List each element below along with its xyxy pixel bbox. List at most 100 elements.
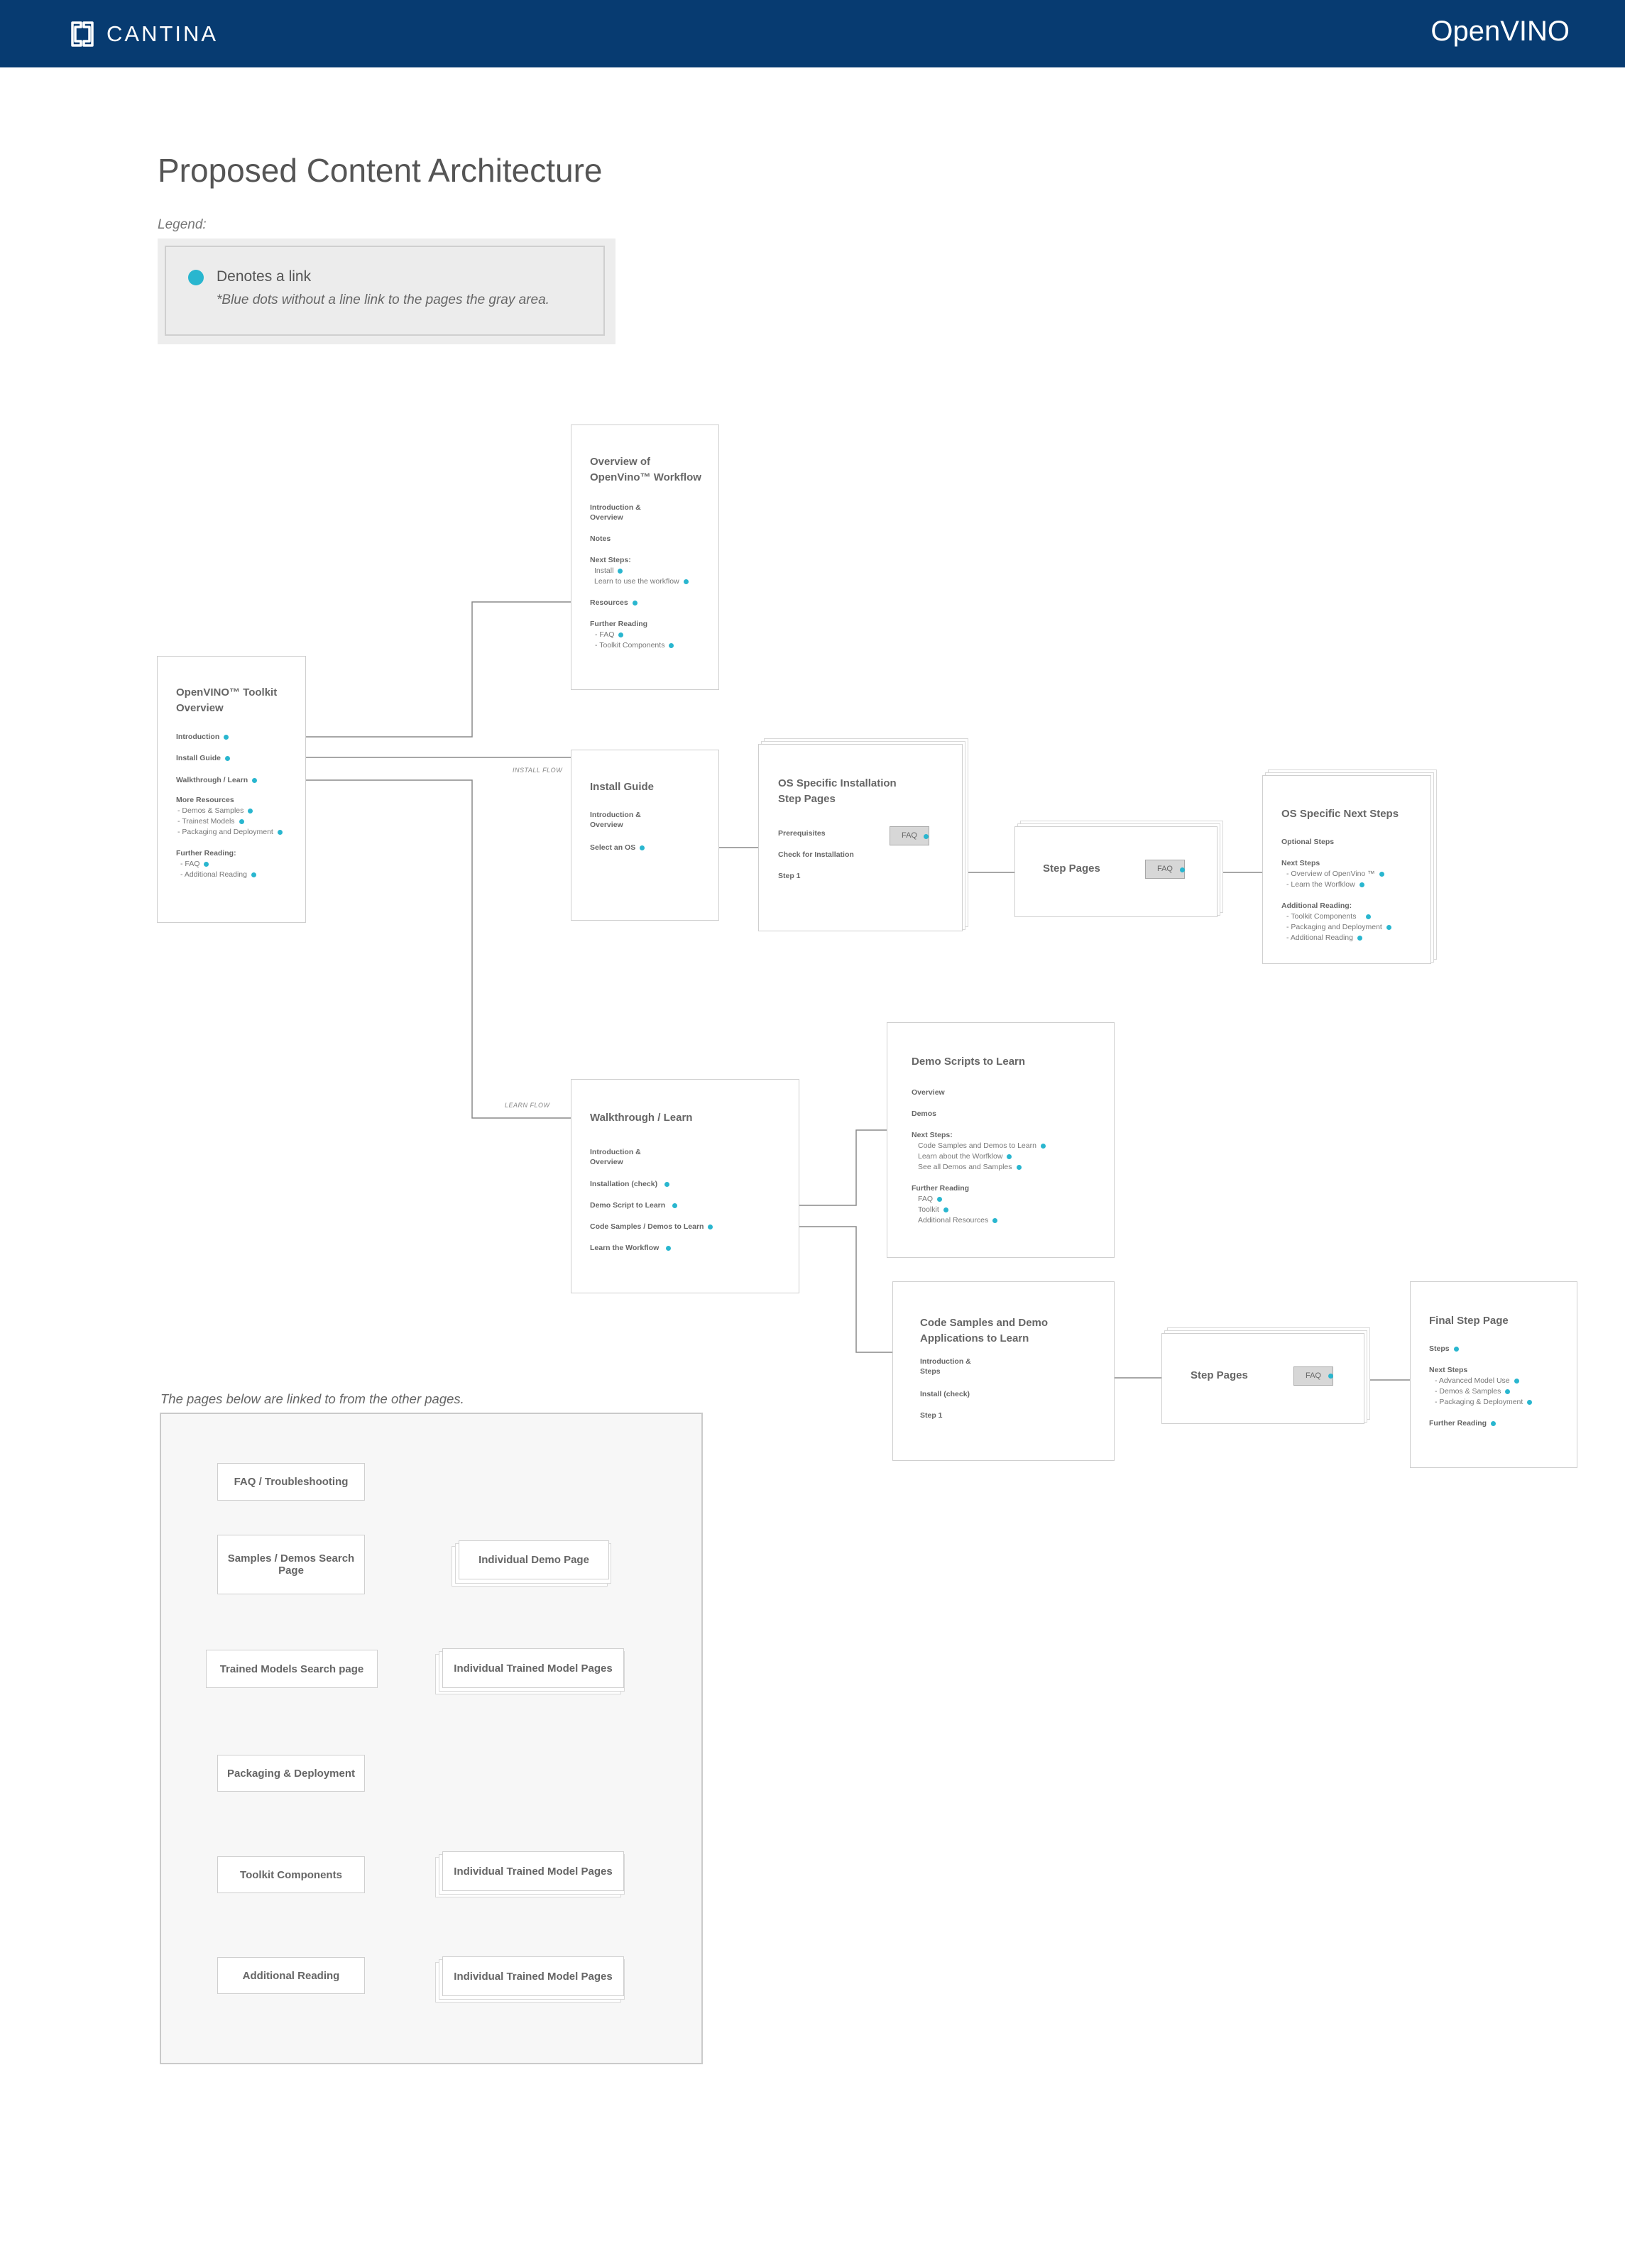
packaging-deployment-label: Packaging & Deployment	[226, 1767, 356, 1780]
faq-troubleshooting-page[interactable]: FAQ / Troubleshooting	[217, 1463, 365, 1501]
os-install-step1: Step 1	[778, 872, 801, 880]
demo-scripts-further-label: Toolkit	[918, 1205, 939, 1214]
final-step-next-item[interactable]: - Advanced Model Use	[1435, 1376, 1519, 1386]
demo-scripts-card[interactable]	[887, 1022, 1115, 1258]
link-dot-icon	[666, 1245, 672, 1251]
workflow-resources-link[interactable]: Resources	[590, 598, 638, 608]
code-samples-title: Code Samples and Demo Applications to Le…	[920, 1317, 1049, 1344]
toolkit-install-guide-link[interactable]: Install Guide	[176, 753, 231, 763]
os-next-additional-item[interactable]: - Packaging and Deployment	[1286, 922, 1391, 932]
workflow-resources-label: Resources	[590, 598, 628, 607]
toolkit-further-item-label: - FAQ	[180, 860, 200, 868]
demo-scripts-further-item[interactable]: Additional Resources	[918, 1215, 998, 1225]
link-dot-icon	[1379, 871, 1384, 877]
toolkit-more-item-label: - Packaging and Deployment	[177, 828, 273, 836]
cantina-logo: CANTINA	[65, 18, 218, 50]
walkthrough-title: Walkthrough / Learn	[590, 1112, 693, 1124]
demo-scripts-next-item[interactable]: Learn about the Worfklow	[918, 1151, 1012, 1161]
walkthrough-item[interactable]: Demo Script to Learn	[590, 1200, 678, 1210]
link-dot-icon	[251, 872, 256, 877]
demo-scripts-next-item[interactable]: Code Samples and Demos to Learn	[918, 1141, 1046, 1151]
additional-reading-page[interactable]: Additional Reading	[217, 1957, 365, 1994]
workflow-overview-card[interactable]	[571, 424, 719, 690]
link-dot-icon	[924, 834, 929, 839]
link-dot-icon	[1328, 1374, 1333, 1379]
toolkit-further-item[interactable]: - Additional Reading	[180, 870, 256, 880]
toolkit-more-item[interactable]: - Demos & Samples	[177, 806, 253, 816]
toolkit-install-guide-label: Install Guide	[176, 754, 221, 762]
os-next-steps-card[interactable]	[1262, 775, 1431, 964]
faq-button[interactable]: FAQ	[1293, 1366, 1333, 1386]
individual-trained-model-pages[interactable]: Individual Trained Model Pages	[442, 1648, 624, 1688]
final-step-further-label: Further Reading	[1429, 1419, 1487, 1428]
final-step-next-item[interactable]: - Packaging & Deployment	[1435, 1397, 1533, 1407]
final-step-steps-link[interactable]: Steps	[1429, 1344, 1459, 1354]
select-os-link[interactable]: Select an OS	[590, 843, 645, 853]
faq-button-label: FAQ	[1156, 865, 1173, 873]
os-install-title: OS Specific Installation Step Pages	[778, 777, 897, 805]
demo-scripts-further-item[interactable]: Toolkit	[918, 1205, 948, 1215]
final-step-title: Final Step Page	[1429, 1315, 1509, 1327]
toolkit-more-item[interactable]: - Trainest Models	[177, 816, 244, 826]
code-samples-intro: Introduction & Steps	[920, 1357, 971, 1376]
link-dot-icon	[252, 777, 258, 783]
toolkit-components-label: Toolkit Components	[240, 1868, 342, 1881]
top-header-bar: CANTINA OpenVINO	[0, 0, 1625, 67]
individual-additional-pages[interactable]: Individual Trained Model Pages	[442, 1956, 624, 1996]
walkthrough-card[interactable]	[571, 1079, 799, 1293]
additional-reading-label: Additional Reading	[242, 1969, 340, 1982]
final-step-further-link[interactable]: Further Reading	[1429, 1418, 1497, 1428]
workflow-further-item[interactable]: - Toolkit Components	[595, 640, 674, 650]
final-step-next-label: - Demos & Samples	[1435, 1387, 1501, 1396]
os-next-additional-item[interactable]: - Toolkit Components	[1286, 911, 1372, 921]
select-os-label: Select an OS	[590, 843, 636, 852]
final-step-next-item[interactable]: - Demos & Samples	[1435, 1386, 1511, 1396]
toolkit-more-item[interactable]: - Packaging and Deployment	[177, 827, 283, 837]
link-dot-icon	[1453, 1346, 1459, 1352]
os-next-additional-item[interactable]: - Additional Reading	[1286, 933, 1362, 943]
walkthrough-item-label: Installation (check)	[590, 1180, 658, 1188]
samples-search-page[interactable]: Samples / Demos Search Page	[217, 1535, 365, 1594]
os-install-prereq: Prerequisites	[778, 829, 826, 838]
final-step-next-heading: Next Steps	[1429, 1366, 1468, 1374]
link-dot-icon	[224, 734, 229, 740]
faq-button[interactable]: FAQ	[1145, 860, 1185, 879]
os-install-check: Check for Installation	[778, 850, 854, 859]
demo-scripts-next-label: Learn about the Worfklow	[918, 1152, 1003, 1161]
os-next-item-label: - Learn the Worfklow	[1286, 880, 1355, 889]
toolkit-further-item[interactable]: - FAQ	[180, 859, 209, 869]
demo-scripts-further-item[interactable]: FAQ	[918, 1194, 943, 1204]
os-next-item-label: - Overview of OpenVino ™	[1286, 870, 1375, 878]
toolkit-components-page[interactable]: Toolkit Components	[217, 1856, 365, 1893]
os-next-item[interactable]: - Learn the Worfklow	[1286, 880, 1364, 889]
faq-button[interactable]: FAQ	[890, 826, 929, 845]
demo-scripts-next-item[interactable]: See all Demos and Samples	[918, 1162, 1022, 1172]
workflow-next-item-label: Learn to use the workflow	[594, 577, 679, 586]
walkthrough-item[interactable]: Code Samples / Demos to Learn	[590, 1222, 713, 1232]
install-guide-card[interactable]	[571, 750, 719, 921]
code-samples-card[interactable]	[892, 1281, 1115, 1461]
cantina-logo-text: CANTINA	[106, 21, 219, 46]
toolkit-overview-card[interactable]	[157, 656, 306, 923]
toolkit-overview-title: OpenVINO™ Toolkit Overview	[176, 686, 278, 714]
individual-demo-page[interactable]: Individual Demo Page	[459, 1540, 609, 1579]
walkthrough-item[interactable]: Learn the Workflow	[590, 1243, 672, 1253]
toolkit-introduction-link[interactable]: Introduction	[176, 732, 229, 742]
workflow-further-item[interactable]: - FAQ	[595, 630, 624, 640]
individual-toolkit-pages[interactable]: Individual Trained Model Pages	[442, 1851, 624, 1891]
learn-flow-label: LEARN FLOW	[505, 1102, 550, 1109]
install-guide-intro: Introduction & Overview	[590, 811, 641, 829]
workflow-next-item[interactable]: Install	[594, 566, 623, 576]
toolkit-walkthrough-link[interactable]: Walkthrough / Learn	[176, 775, 258, 785]
install-guide-title: Install Guide	[590, 781, 655, 793]
cantina-logo-icon	[71, 21, 94, 47]
demo-scripts-title: Demo Scripts to Learn	[912, 1056, 1026, 1068]
trained-models-search-page[interactable]: Trained Models Search page	[206, 1650, 378, 1688]
workflow-next-item[interactable]: Learn to use the workflow	[594, 576, 689, 586]
legend-inner-box	[165, 246, 605, 336]
walkthrough-item[interactable]: Installation (check)	[590, 1179, 670, 1189]
packaging-deployment-page[interactable]: Packaging & Deployment	[217, 1755, 365, 1792]
legend-item-text: Denotes a link	[217, 268, 312, 285]
final-step-card[interactable]	[1410, 1281, 1577, 1468]
os-next-item[interactable]: - Overview of OpenVino ™	[1286, 869, 1384, 879]
